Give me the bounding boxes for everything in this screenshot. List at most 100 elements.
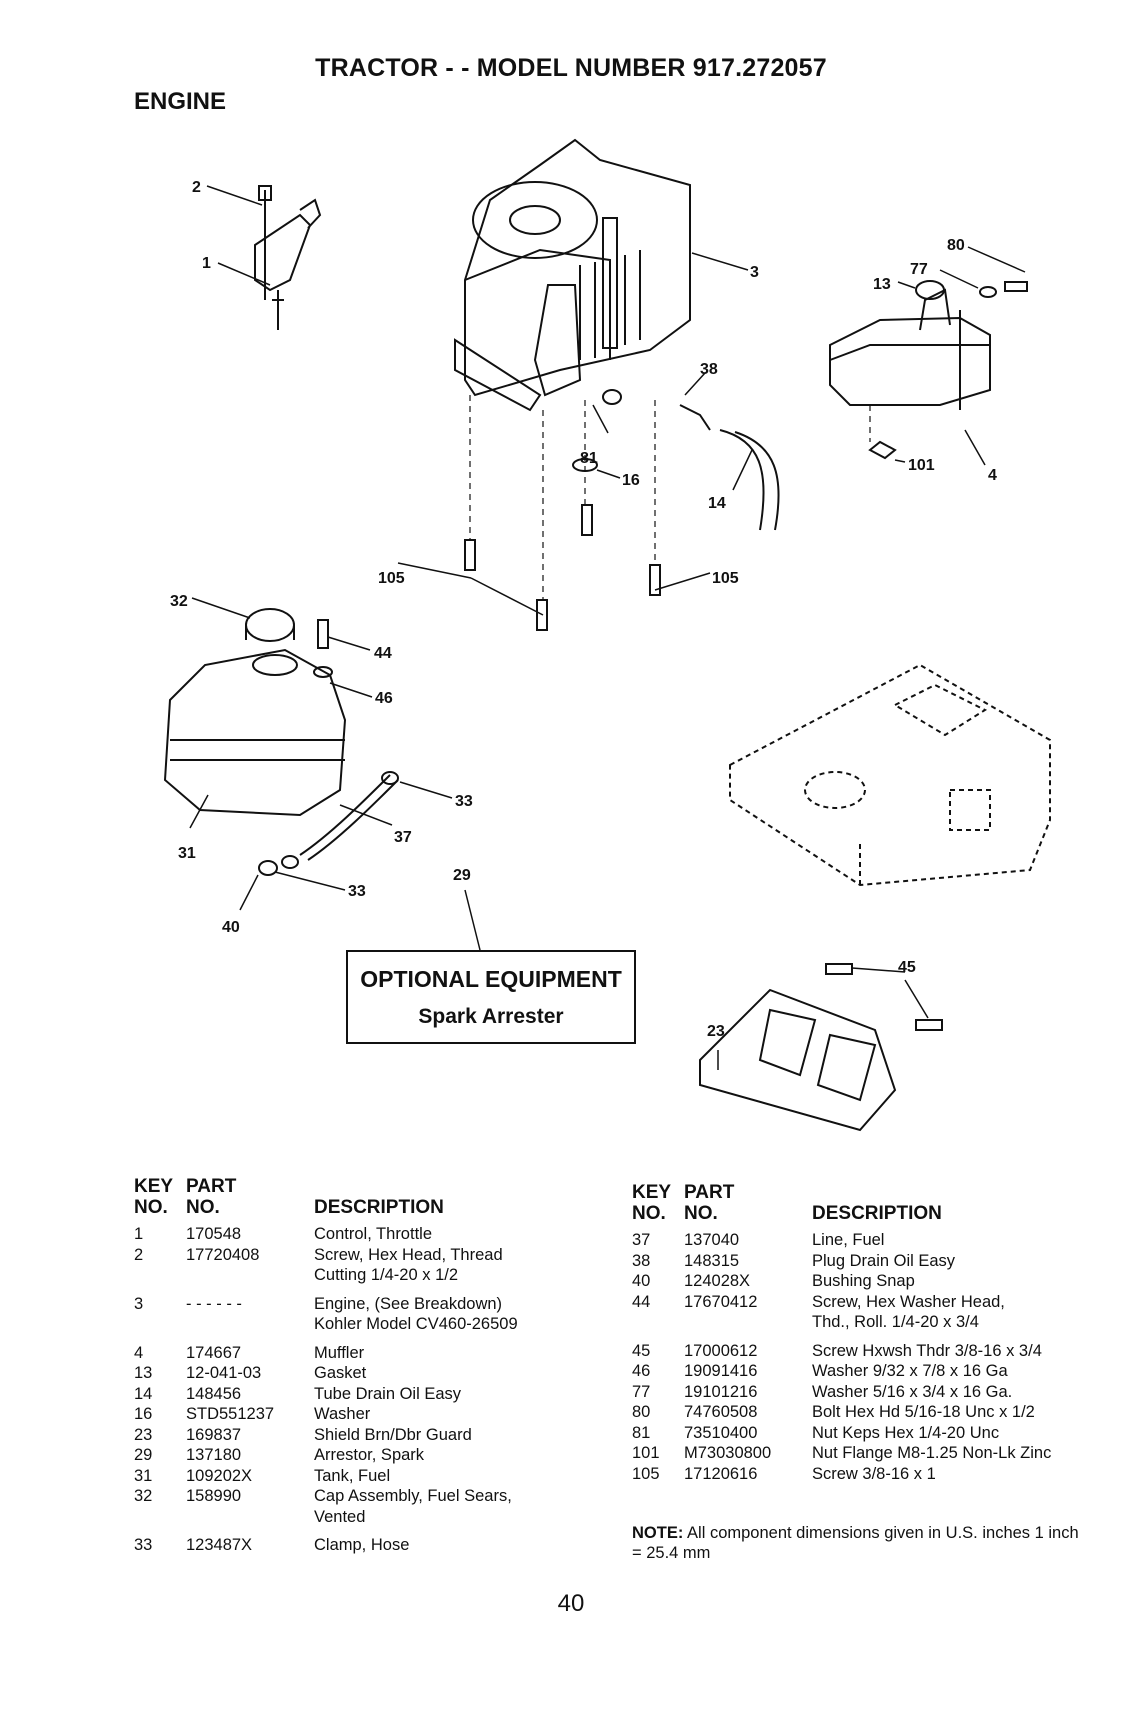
- table-row: 1 170548 Control, Throttle: [134, 1224, 564, 1245]
- callout-label: 37: [394, 829, 412, 846]
- description-line: Clamp, Hose: [314, 1536, 410, 1554]
- callout-label: 16: [622, 472, 640, 489]
- callout-label: 101: [908, 457, 935, 474]
- description-line: Screw 3/8-16 x 1: [812, 1464, 936, 1483]
- part-number: 169837: [186, 1425, 242, 1444]
- callout-label: 13: [873, 276, 891, 293]
- part-description: Clamp, Hose: [314, 1535, 564, 1556]
- optional-equipment-item: Spark Arrester: [418, 1005, 564, 1028]
- part-description: Tube Drain Oil Easy: [314, 1384, 564, 1405]
- part-header-line1: PART: [684, 1182, 735, 1203]
- description-line: Muffler: [314, 1343, 365, 1362]
- callout-label: 105: [712, 570, 739, 587]
- key-number: 29: [134, 1446, 153, 1464]
- key-number: 1: [134, 1225, 144, 1243]
- key-number: 31: [134, 1466, 153, 1485]
- part-description: Washer 5/16 x 3/4 x 16 Ga.: [812, 1382, 1102, 1403]
- description-line: Arrestor, Spark: [314, 1446, 425, 1464]
- part-number: 170548: [186, 1225, 242, 1243]
- part-number: 73510400: [684, 1423, 758, 1442]
- part-description: Plug Drain Oil Easy: [812, 1251, 1102, 1272]
- description-line: Thd., Roll. 1/4-20 x 3/4: [812, 1313, 979, 1331]
- callout-label: 1: [202, 255, 211, 272]
- engine-part: [454, 138, 691, 412]
- engine-parts-diagram: 2 1 3 80 77 13 38 81 16 14 101 4 105 105…: [163, 138, 1051, 1132]
- description-line: Nut Keps Hex 1/4-20 Unc: [812, 1423, 1000, 1442]
- description-line: Bolt Hex Hd 5/16-18 Unc x 1/2: [812, 1403, 1035, 1421]
- page-number: 40: [557, 1590, 585, 1617]
- key-number: 38: [632, 1251, 651, 1270]
- part-description: Gasket: [314, 1363, 564, 1384]
- key-number: 81: [632, 1423, 651, 1442]
- part-description: Cap Assembly, Fuel Sears,Vented: [314, 1486, 564, 1527]
- key-number: 101: [632, 1444, 660, 1462]
- callout-label: 4: [988, 467, 997, 484]
- table-row: 77 19101216 Washer 5/16 x 3/4 x 16 Ga.: [632, 1382, 1102, 1403]
- page-title: TRACTOR - - MODEL NUMBER 917.272057: [315, 54, 827, 82]
- part-description: Arrestor, Spark: [314, 1445, 564, 1466]
- table-row: 81 73510400 Nut Keps Hex 1/4-20 Unc: [632, 1423, 1102, 1444]
- part-number: 123487X: [186, 1536, 253, 1554]
- callout-label: 38: [700, 361, 718, 378]
- table-row: 105 17120616 Screw 3/8-16 x 1: [632, 1464, 1102, 1485]
- description-line: Line, Fuel: [812, 1231, 885, 1249]
- callout-label: 33: [348, 883, 366, 900]
- part-number: 74760508: [684, 1403, 758, 1421]
- key-number: 13: [134, 1364, 153, 1382]
- part-number: 19101216: [684, 1382, 758, 1401]
- part-number: 17120616: [684, 1464, 758, 1483]
- key-number: 77: [632, 1382, 651, 1401]
- key-number: 33: [134, 1536, 153, 1554]
- callout-label: 3: [750, 264, 759, 281]
- part-description: Tank, Fuel: [314, 1466, 564, 1487]
- key-number: 46: [632, 1362, 651, 1380]
- part-description: Washer 9/32 x 7/8 x 16 Ga: [812, 1361, 1102, 1382]
- key-number: 32: [134, 1487, 153, 1505]
- part-description: Washer: [314, 1404, 564, 1425]
- table-row: 38 148315 Plug Drain Oil Easy: [632, 1251, 1102, 1272]
- key-number: 16: [134, 1405, 153, 1423]
- key-number: 45: [632, 1341, 651, 1360]
- description-line: Control, Throttle: [314, 1225, 432, 1243]
- description-line: Tube Drain Oil Easy: [314, 1384, 462, 1403]
- part-description: Muffler: [314, 1343, 564, 1364]
- part-number: 17000612: [684, 1341, 758, 1360]
- key-header-line2: NO.: [134, 1197, 168, 1218]
- description-line: Washer 5/16 x 3/4 x 16 Ga.: [812, 1382, 1013, 1401]
- key-number: 105: [632, 1464, 660, 1483]
- callout-label: 29: [453, 867, 471, 884]
- part-description: Control, Throttle: [314, 1224, 564, 1245]
- table-row: 33 123487X Clamp, Hose: [134, 1535, 564, 1556]
- description-line: Bushing Snap: [812, 1272, 915, 1290]
- part-description: Shield Brn/Dbr Guard: [314, 1425, 564, 1446]
- part-description: Nut Flange M8-1.25 Non-Lk Zinc: [812, 1443, 1102, 1464]
- description-line: Plug Drain Oil Easy: [812, 1251, 956, 1270]
- callout-label: 45: [898, 959, 916, 976]
- section-title: ENGINE: [134, 88, 227, 115]
- description-line: Screw, Hex Washer Head,: [812, 1292, 1005, 1311]
- muffler-part: [829, 280, 991, 410]
- part-description: Nut Keps Hex 1/4-20 Unc: [812, 1423, 1102, 1444]
- optional-equipment-title: OPTIONAL EQUIPMENT: [360, 966, 622, 992]
- part-description: Screw 3/8-16 x 1: [812, 1464, 1102, 1485]
- throttle-control-part: [254, 185, 322, 330]
- row-spacer: [134, 1335, 564, 1343]
- part-number: 148315: [684, 1251, 740, 1270]
- callout-label: 14: [708, 495, 726, 512]
- description-line: Tank, Fuel: [314, 1466, 391, 1485]
